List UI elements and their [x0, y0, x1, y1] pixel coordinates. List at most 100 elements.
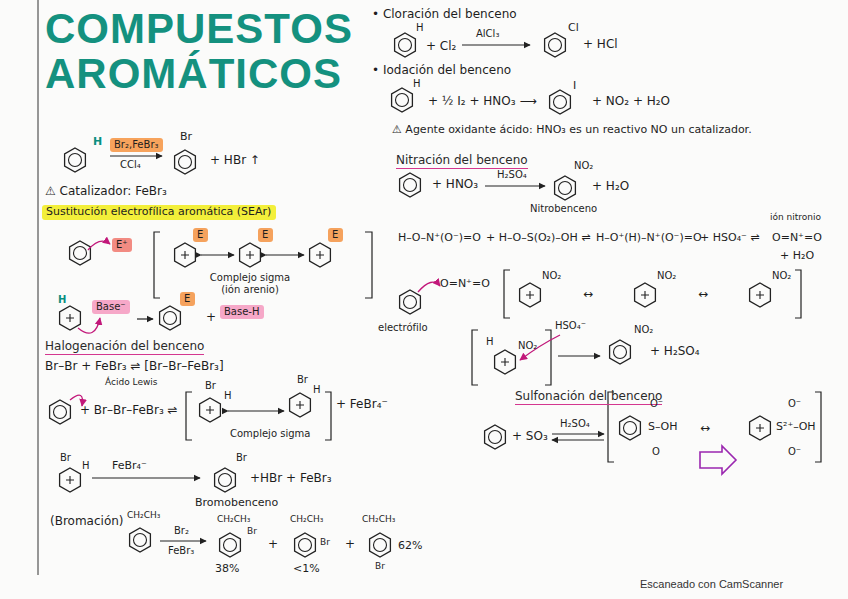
- note-label: + FeBr₄⁻: [336, 398, 388, 412]
- note-label: + HSO₄⁻ ⇌: [700, 232, 760, 245]
- note-label: Br₂: [174, 525, 189, 537]
- note-label: S–OH: [648, 421, 677, 434]
- highlight-box: Br₂,FeBr₃: [110, 138, 163, 152]
- note-label: Br: [60, 452, 71, 464]
- highlight-box: E: [328, 228, 343, 242]
- note-label: Complejo sigma (ión arenio): [205, 272, 295, 295]
- note-label: H: [82, 460, 90, 472]
- note-label: NO₂: [657, 270, 676, 282]
- note-label: NO₂: [518, 340, 537, 352]
- note-label: + HCl: [583, 38, 618, 52]
- note-label: Br: [297, 374, 308, 386]
- note-label: NO₂: [542, 270, 561, 282]
- note-label: H₂SO₄: [560, 418, 590, 430]
- note-label: H: [486, 336, 494, 348]
- note-label: H: [93, 136, 102, 149]
- note-label: + ½ I₂ + HNO₃ ⟶: [428, 95, 537, 109]
- note-label: NO₂: [772, 270, 791, 282]
- note-label: +: [206, 311, 216, 325]
- note-label: CCl₄: [120, 159, 141, 171]
- note-label: Ácido Lewis: [105, 377, 157, 387]
- box-text: E⁺: [116, 239, 128, 250]
- note-label: H: [224, 390, 232, 402]
- note-label: ↔: [700, 422, 710, 436]
- note-label: O⁻: [788, 446, 801, 458]
- highlight-box: Base-H: [220, 305, 264, 319]
- note-label: AlCl₃: [476, 28, 499, 40]
- box-text: E: [332, 229, 338, 240]
- note-label: <1%: [293, 563, 320, 576]
- note-label: Br: [236, 452, 247, 464]
- note-label: Br: [247, 526, 257, 536]
- note-label: Br: [205, 380, 216, 392]
- page-title: COMPUESTOS AROMÁTICOS: [45, 6, 355, 97]
- note-label: CH₂CH₃: [127, 510, 160, 520]
- highlight-box: Base⁻: [92, 300, 130, 314]
- note-label: H–O–N⁺(O⁻)=O: [398, 232, 481, 245]
- reaction-arrows: [92, 45, 821, 541]
- box-text: E: [184, 293, 190, 304]
- note-label: Br: [375, 561, 385, 571]
- note-label: • Cloración del benceno: [372, 8, 517, 22]
- note-label: H–O⁺(H)–N⁺(O⁻)=O: [596, 232, 702, 245]
- note-label: H: [416, 22, 424, 34]
- note-label: NO₂: [634, 324, 653, 336]
- benzene-rings: [50, 33, 771, 557]
- note-label: FeBr₃: [168, 545, 194, 557]
- note-label: HSO₄⁻: [555, 320, 586, 332]
- note-label: FeBr₄⁻: [112, 460, 147, 473]
- note-label: ↔: [698, 288, 708, 302]
- note-label: CH₂CH₃: [290, 514, 323, 524]
- note-label: + Cl₂: [426, 40, 456, 54]
- highlight-box: E: [258, 228, 273, 242]
- note-label: Bromobenceno: [195, 497, 278, 510]
- highlight-box: E⁺: [112, 238, 132, 252]
- note-label: 62%: [398, 540, 422, 553]
- note-label: (Bromación): [50, 515, 124, 529]
- box-text: E: [262, 229, 268, 240]
- note-label: H: [313, 384, 321, 396]
- note-label: Sulfonación del benceno: [515, 390, 662, 405]
- note-label: Br: [320, 537, 330, 547]
- note-label: O=N⁺=O: [772, 232, 822, 245]
- highlight-box: Sustitución electrofílica aromática (SEA…: [42, 205, 276, 220]
- continue-arrow: [700, 446, 736, 474]
- note-label: + SO₃: [512, 430, 548, 444]
- note-label: H₂SO₄: [497, 169, 527, 181]
- note-label: + Br–Br–FeBr₃ ⇌: [80, 404, 178, 418]
- note-label: S²⁺–OH: [776, 421, 816, 434]
- note-label: H: [58, 294, 66, 306]
- note-label: Escaneado con CamScanner: [640, 578, 783, 591]
- note-label: + HNO₃: [432, 178, 478, 192]
- note-label: + H₂O: [592, 180, 629, 194]
- box-text: Base-H: [224, 306, 259, 317]
- box-text: E: [197, 229, 203, 240]
- note-label: +HBr + FeBr₃: [250, 472, 332, 486]
- note-label: Br: [180, 131, 192, 144]
- note-label: O: [652, 446, 660, 458]
- note-label: Nitrobenceno: [530, 203, 597, 215]
- note-label: + NO₂ + H₂O: [592, 95, 670, 109]
- note-label: electrófilo: [378, 322, 428, 334]
- highlight-box: E: [193, 228, 208, 242]
- note-label: 38%: [215, 563, 239, 576]
- note-label: ión nitronio: [770, 212, 821, 222]
- note-label: O⁻: [650, 398, 663, 410]
- note-label: CH₂CH₃: [217, 514, 250, 524]
- box-text: Base⁻: [96, 301, 126, 312]
- note-label: + H₂SO₄: [650, 345, 700, 359]
- note-label: I: [573, 80, 576, 93]
- note-label: Complejo sigma: [230, 428, 310, 440]
- note-label: Nitración del benceno: [396, 154, 528, 169]
- note-label: O⁻: [788, 398, 801, 410]
- note-label: Cl: [568, 22, 579, 35]
- note-label: Br–Br + FeBr₃ ⇌ [Br–Br–FeBr₃]: [45, 360, 224, 374]
- note-label: +: [345, 538, 355, 552]
- box-text: Br₂,FeBr₃: [114, 139, 159, 150]
- note-label: ↔: [583, 288, 593, 302]
- note-label: • Iodación del benceno: [372, 64, 511, 78]
- note-label: CH₂CH₃: [362, 514, 395, 524]
- box-text: Sustitución electrofílica aromática (SEA…: [46, 205, 271, 218]
- note-label: + H₂O: [780, 250, 814, 263]
- note-label: ⚠ Agente oxidante ácido: HNO₃ es un reac…: [392, 124, 752, 137]
